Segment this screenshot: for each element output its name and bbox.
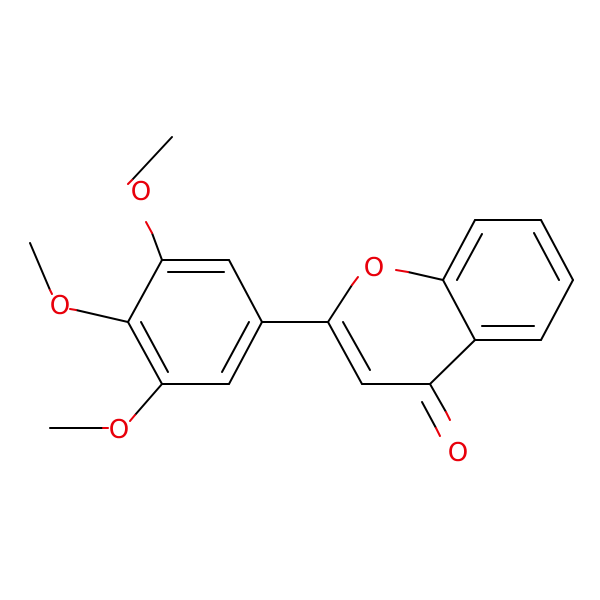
bond-oxygen-half: [129, 414, 136, 422]
bond: [228, 259, 263, 323]
bond: [127, 259, 163, 323]
bond: [429, 383, 447, 413]
bond: [540, 279, 574, 341]
bond: [151, 232, 163, 261]
bond-oxygen-half: [127, 179, 133, 185]
bond: [442, 279, 476, 341]
bond-double-inner: [140, 321, 169, 373]
bond-double-inner: [456, 233, 483, 281]
bond: [134, 383, 163, 416]
atom-o-methoxy-mid: O: [50, 291, 70, 321]
bond-oxygen-half: [351, 276, 359, 286]
bond-double-inner: [533, 232, 560, 281]
atom-o-carbonyl: O: [448, 438, 468, 468]
bond-double-inner: [342, 321, 371, 371]
atom-o-methoxy-bottom: O: [109, 415, 129, 445]
bond: [327, 284, 353, 323]
bond: [429, 339, 476, 385]
bond-oxygen-half: [145, 221, 153, 234]
bond-oxygen-half: [435, 427, 441, 437]
bond: [407, 271, 444, 281]
bond: [75, 309, 129, 323]
atom-o-methoxy-top: O: [131, 177, 151, 207]
bond: [327, 321, 363, 385]
bond: [29, 242, 51, 291]
bond: [442, 219, 476, 281]
bond-double-inner: [221, 321, 250, 373]
bond: [127, 321, 163, 385]
bond: [540, 219, 574, 281]
bond: [228, 321, 263, 385]
bond-oxygen-half: [445, 411, 451, 421]
bond: [131, 136, 173, 181]
bond-double: [421, 401, 437, 429]
bond-oxygen-half: [395, 269, 409, 273]
bond-oxygen-half: [49, 289, 53, 295]
atom-o-ring: O: [364, 253, 384, 283]
bond-oxygen-half: [69, 308, 77, 311]
